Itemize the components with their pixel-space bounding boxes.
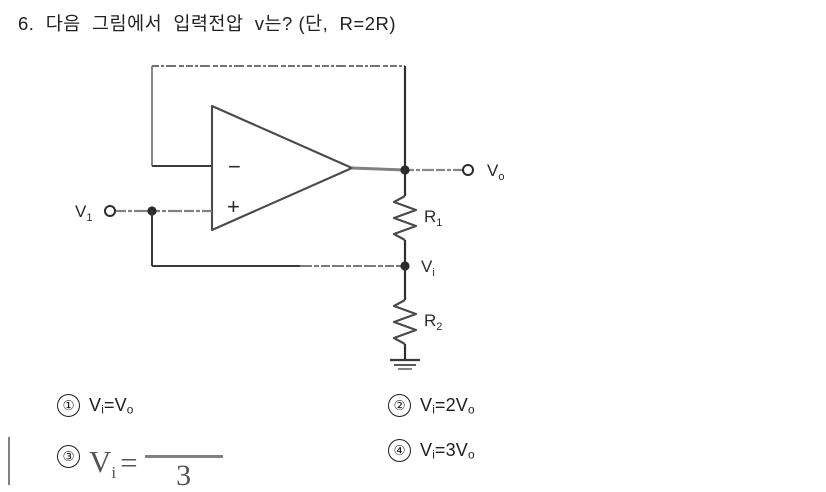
choice-text-3: Vi = 3 bbox=[89, 435, 223, 491]
opamp-noninverting-sign: + bbox=[227, 194, 240, 219]
opamp-inverting-sign: − bbox=[228, 154, 241, 179]
choice-text-2: Vi=2Vo bbox=[420, 394, 475, 417]
answer-choice-list: ① Vi=Vo ② Vi=2Vo ③ Vi = 3 ④ Vi=3Vo bbox=[0, 392, 826, 491]
choice-text-4: Vi=3Vo bbox=[420, 439, 475, 462]
choice-3-denominator: 3 bbox=[176, 459, 192, 492]
choice-marker-2: ② bbox=[388, 394, 411, 417]
choice-marker-4: ④ bbox=[388, 439, 411, 462]
junction-dot-icon-vi bbox=[400, 261, 410, 271]
choice-3-numerator bbox=[155, 435, 213, 455]
question-heading: 6. 다음 그림에서 입력전압 v는? (단, R=2R) bbox=[18, 13, 397, 34]
choice-marker-1: ① bbox=[57, 394, 80, 417]
label-vi: Vi bbox=[421, 257, 435, 279]
input-wire bbox=[104, 205, 212, 266]
choice-3-lhs: Vi bbox=[89, 443, 117, 482]
choice-3-lhs-sub: i bbox=[111, 462, 117, 482]
fraction-bar bbox=[144, 455, 223, 458]
triangle-opamp-icon: − + bbox=[210, 104, 354, 232]
choice-3-equals: = bbox=[120, 445, 138, 480]
answer-choice-4[interactable]: ④ Vi=3Vo bbox=[388, 439, 475, 462]
choice-3-fraction: 3 bbox=[144, 435, 223, 492]
choice-marker-3: ③ bbox=[57, 445, 80, 468]
label-v1: V1 bbox=[75, 202, 92, 224]
output-wire bbox=[351, 164, 474, 176]
label-r1: R1 bbox=[424, 207, 442, 229]
open-terminal-icon-output bbox=[462, 164, 474, 176]
label-vo: Vo bbox=[487, 161, 504, 183]
open-terminal-icon-input bbox=[104, 205, 116, 217]
zigzag-resistor-icon-r1 bbox=[392, 170, 418, 266]
answer-choice-2[interactable]: ② Vi=2Vo bbox=[388, 394, 475, 417]
circuit-diagram: − + Vo V1 bbox=[0, 48, 600, 388]
answer-choice-3[interactable]: ③ Vi = 3 bbox=[57, 435, 223, 491]
zigzag-resistor-icon-r2 bbox=[392, 266, 418, 360]
feedback-wire-top bbox=[151, 64, 407, 170]
ground-icon bbox=[390, 358, 420, 370]
page-edge-artifact bbox=[8, 437, 10, 485]
choice-text-1: Vi=Vo bbox=[89, 394, 134, 417]
label-r2: R2 bbox=[424, 311, 442, 333]
answer-choice-1[interactable]: ① Vi=Vo bbox=[57, 394, 133, 417]
